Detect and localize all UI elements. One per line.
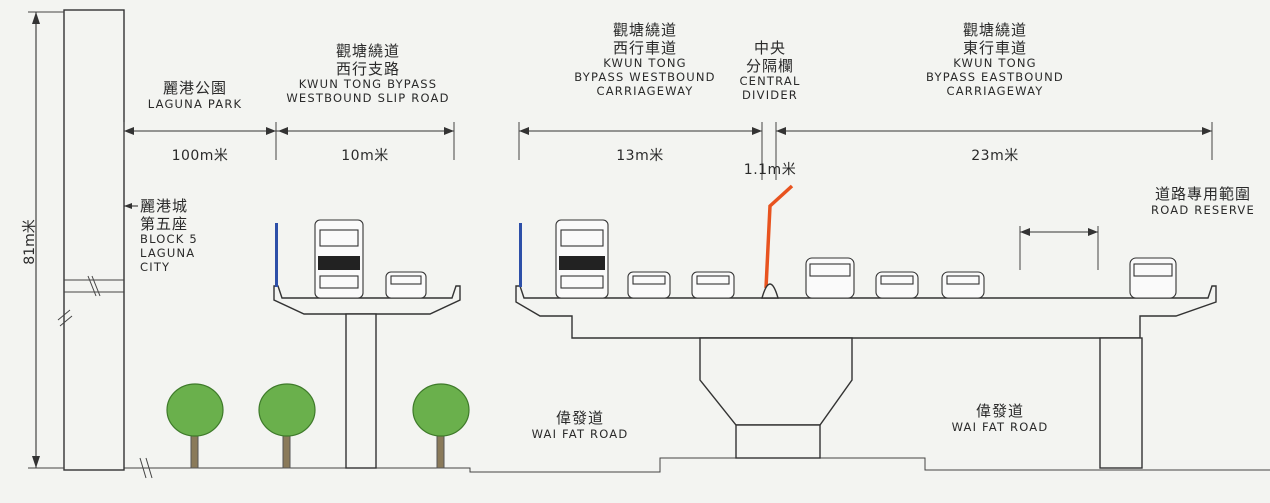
central-divider-barrier	[764, 184, 794, 289]
wai-fat-zh-right: 偉發道	[975, 402, 1024, 420]
car-slip-road	[385, 271, 427, 299]
height-arrow-top	[32, 12, 40, 24]
height-arrow-bottom	[32, 456, 40, 468]
wai-fat-road-left-label: 偉發道 WAI FAT ROAD	[520, 409, 640, 441]
slip-road-dimension-arrow	[275, 122, 455, 160]
slip-road-width-value: 10m米	[341, 148, 389, 164]
westbound-zh-2: 西行車道	[612, 38, 677, 57]
main-viaduct	[515, 285, 1217, 469]
building-block-5	[63, 9, 125, 471]
divider-zh-2: 分隔欄	[745, 56, 794, 75]
block5-en-3: CITY	[140, 259, 171, 274]
road-reserve-label: 道路專用範圍 ROAD RESERVE	[1140, 185, 1266, 217]
road-reserve-arrow	[1019, 226, 1099, 270]
divider-width-value: 1.1m米	[743, 162, 797, 178]
eastbound-en-1: KWUN TONG	[953, 56, 1037, 71]
slip-road-viaduct	[273, 285, 461, 469]
car-westbound-2	[691, 271, 735, 299]
central-divider-label: 中央 分隔欄 CENTRAL DIVIDER	[730, 39, 810, 103]
westbound-dimension-arrow	[518, 122, 763, 180]
block5-zh-1: 麗港城	[140, 197, 189, 215]
eastbound-en-3: CARRIAGEWAY	[946, 83, 1044, 98]
road-reserve-zh: 道路專用範圍	[1154, 185, 1251, 203]
westbound-width-value: 13m米	[616, 148, 664, 164]
eastbound-width-value: 23m米	[971, 148, 1019, 164]
divider-en-1: CENTRAL	[739, 74, 801, 89]
block5-en-1: BLOCK 5	[140, 232, 198, 247]
building-edge-break	[57, 309, 73, 327]
car-westbound-1	[627, 271, 671, 299]
block5-zh-2: 第五座	[140, 214, 189, 233]
laguna-park-label: 麗港公園 LAGUNA PARK	[140, 79, 250, 111]
eastbound-dimension-arrow	[775, 122, 1213, 180]
park-dimension-arrow	[123, 122, 276, 160]
westbound-en-3: CARRIAGEWAY	[596, 83, 694, 98]
westbound-en-2: BYPASS WESTBOUND	[574, 69, 716, 84]
ground-line	[64, 457, 1270, 473]
bus-slip-road	[314, 219, 364, 299]
car-eastbound-2	[941, 271, 985, 299]
eastbound-en-2: BYPASS EASTBOUND	[926, 69, 1064, 84]
building-break-zigzag	[87, 275, 101, 297]
eastbound-zh-1: 觀塘繞道	[962, 21, 1027, 39]
block5-en-2: LAGUNA	[140, 245, 196, 260]
truck-eastbound	[805, 257, 855, 299]
slip-road-en-2: WESTBOUND SLIP ROAD	[286, 90, 450, 105]
wai-fat-en-left: WAI FAT ROAD	[531, 426, 629, 441]
westbound-en-1: KWUN TONG	[603, 56, 687, 71]
tree-1	[166, 383, 224, 469]
slip-road-zh-1: 觀塘繞道	[335, 42, 400, 60]
road-reserve-en: ROAD RESERVE	[1151, 202, 1255, 217]
wai-fat-zh-left: 偉發道	[555, 409, 604, 427]
block5-label: 麗港城 第五座 BLOCK 5 LAGUNA CITY	[140, 197, 212, 274]
noise-barrier-westbound	[519, 223, 522, 287]
park-width-value: 100m米	[171, 148, 229, 164]
wai-fat-en-right: WAI FAT ROAD	[951, 419, 1049, 434]
eastbound-zh-2: 東行車道	[962, 38, 1027, 57]
ground-break-marks	[139, 457, 153, 479]
slip-road-zh-2: 西行支路	[335, 59, 400, 78]
westbound-label: 觀塘繞道 西行車道 KWUN TONG BYPASS WESTBOUND CAR…	[560, 21, 730, 98]
central-divider-base	[761, 283, 779, 299]
bus-westbound	[555, 219, 609, 299]
westbound-zh-1: 觀塘繞道	[612, 21, 677, 39]
laguna-park-zh: 麗港公園	[162, 79, 227, 97]
noise-barrier-slip-road	[275, 223, 278, 287]
tree-2	[258, 383, 316, 469]
building-height-value: 81m米	[22, 219, 38, 265]
eastbound-label: 觀塘繞道 東行車道 KWUN TONG BYPASS EASTBOUND CAR…	[905, 21, 1085, 98]
divider-zh-1: 中央	[753, 39, 786, 57]
slip-road-label: 觀塘繞道 西行支路 KWUN TONG BYPASS WESTBOUND SLI…	[268, 42, 468, 106]
tree-3	[412, 383, 470, 469]
wai-fat-road-right-label: 偉發道 WAI FAT ROAD	[940, 402, 1060, 434]
laguna-park-en: LAGUNA PARK	[147, 96, 243, 111]
block5-leader-arrow	[124, 203, 132, 209]
slip-road-en-1: KWUN TONG BYPASS	[298, 77, 438, 92]
truck-eastbound-2	[1129, 257, 1177, 299]
car-eastbound-1	[875, 271, 919, 299]
divider-en-2: DIVIDER	[741, 87, 799, 102]
